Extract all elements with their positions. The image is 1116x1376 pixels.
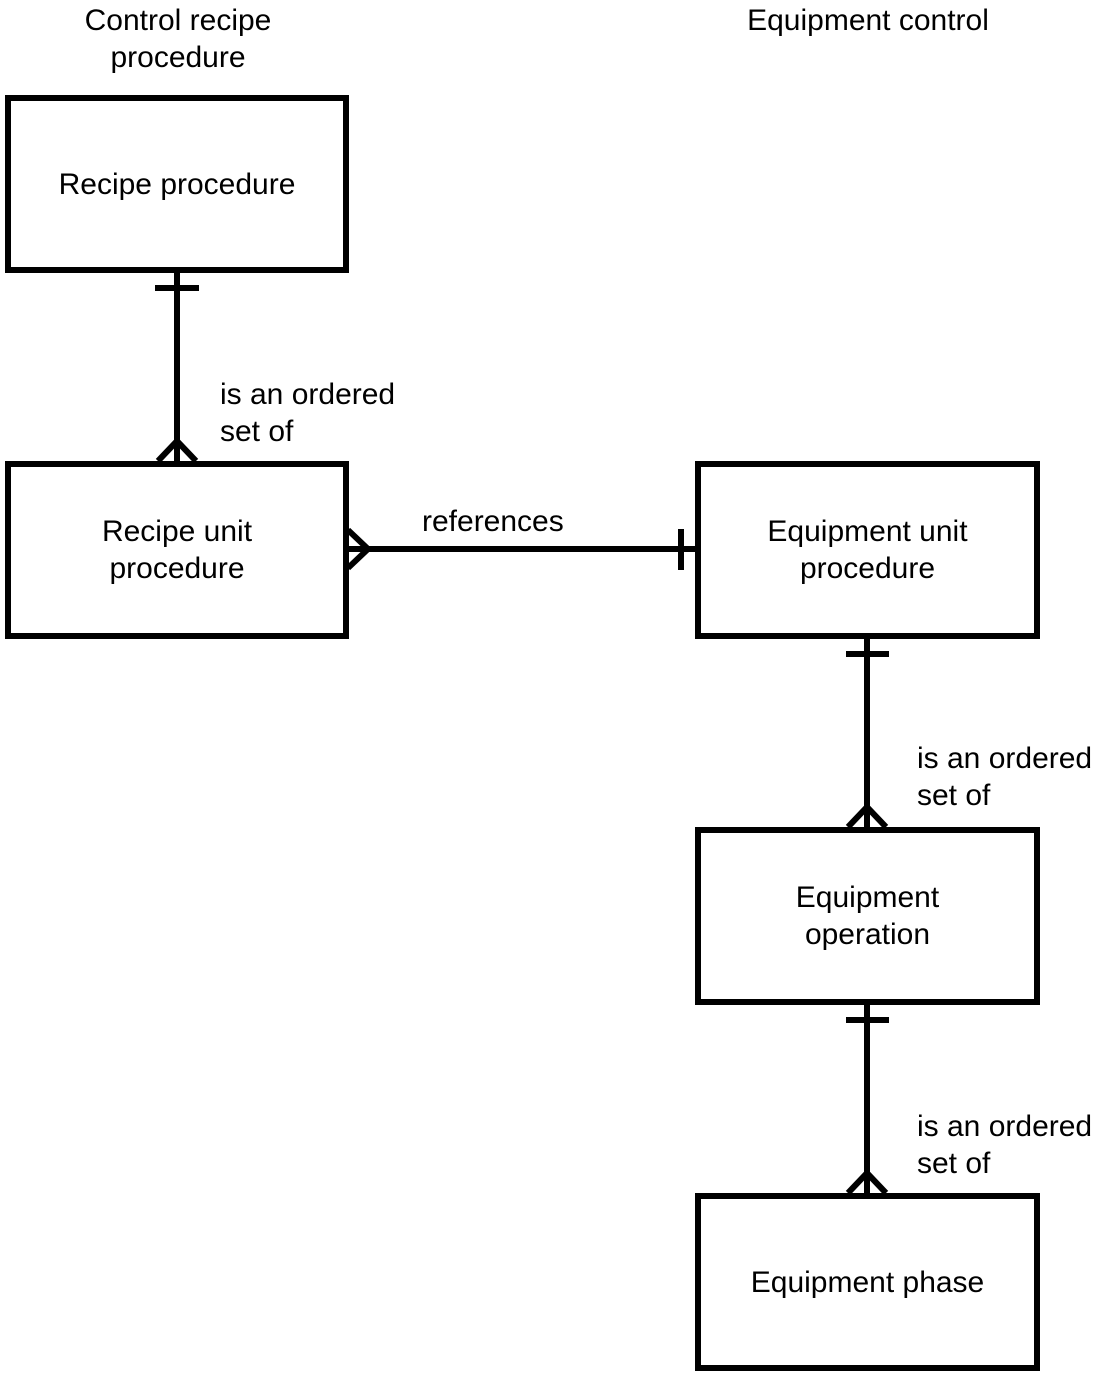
entity-label: Equipment phase: [750, 1265, 985, 1299]
many-marker: [845, 802, 889, 830]
entity-recipe-unit-procedure: Recipe unit procedure: [5, 461, 349, 639]
connector-operation-to-phase: [845, 1004, 889, 1196]
entity-recipe-procedure: Recipe procedure: [5, 95, 349, 273]
relationship-label-references: references: [422, 505, 564, 538]
many-marker: [845, 1168, 889, 1196]
relationship-label: is an ordered set of: [917, 1110, 1093, 1180]
connector-unit-to-operation: [845, 638, 889, 830]
entity-label: Recipe unit procedure: [101, 515, 253, 585]
column-title-control-recipe: Control recipe procedure: [84, 4, 272, 74]
column-title-equipment-control: Equipment control: [747, 4, 989, 37]
entity-equipment-phase: Equipment phase: [695, 1193, 1040, 1371]
entity-label: Recipe procedure: [58, 167, 296, 201]
entity-equipment-operation: Equipment operation: [695, 827, 1040, 1005]
connector-recipe-procedure-to-unit: [155, 272, 199, 464]
relationship-label: is an ordered set of: [220, 378, 396, 448]
many-marker: [155, 436, 199, 464]
entity-equipment-unit-procedure: Equipment unit procedure: [695, 461, 1040, 639]
relationship-label: is an ordered set of: [917, 742, 1093, 812]
many-marker: [345, 527, 373, 571]
connector-references: [345, 527, 697, 571]
entity-label: Equipment operation: [795, 881, 940, 951]
entity-label: Equipment unit procedure: [767, 515, 968, 585]
